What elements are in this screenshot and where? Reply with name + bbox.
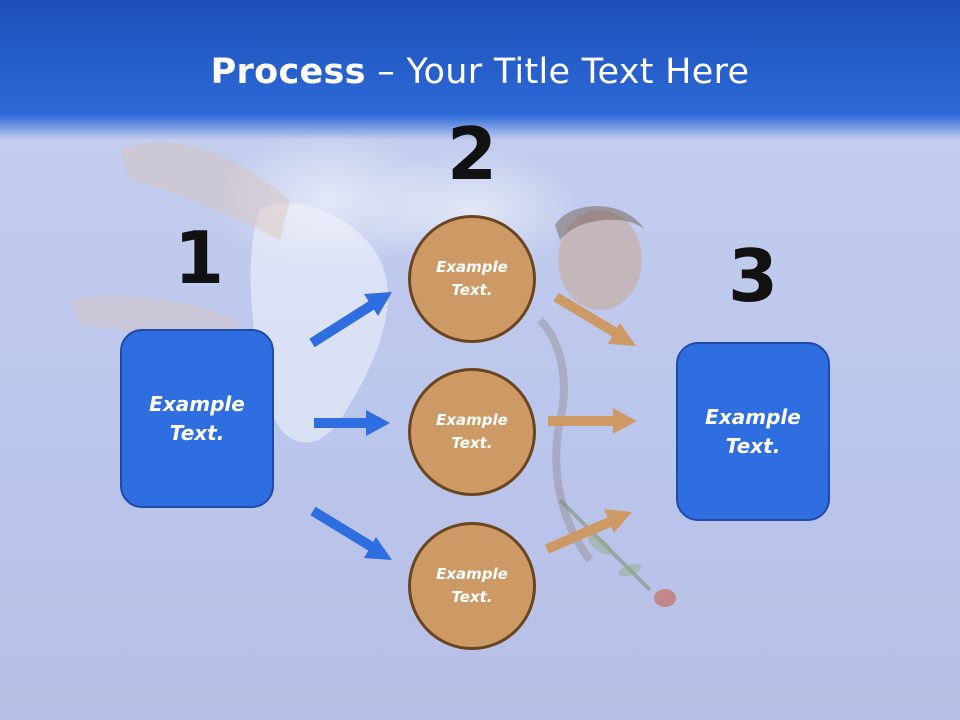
arrow-bottom-to-right (545, 509, 632, 554)
arrow-left-to-bottom (310, 506, 392, 560)
title-rest: – Your Title Text Here (365, 52, 750, 92)
circle-text: Example Text. (436, 258, 508, 299)
circle-text: Example Text. (436, 565, 508, 606)
left-process-box: Example Text. (120, 329, 274, 508)
step-number-1: 1 (173, 216, 225, 300)
process-circle-middle: Example Text. (408, 368, 536, 496)
arrow-middle-to-right (548, 408, 637, 434)
process-circle-bottom: Example Text. (408, 522, 536, 650)
step-number-3: 3 (727, 234, 779, 318)
arrow-left-to-middle (314, 410, 390, 436)
right-process-box: Example Text. (676, 342, 830, 521)
left-box-text: Example Text. (149, 391, 245, 445)
process-circle-top: Example Text. (408, 215, 536, 343)
arrow-left-to-top (309, 292, 392, 348)
slide-title: Process – Your Title Text Here (0, 52, 960, 92)
arrow-top-to-right (553, 292, 636, 346)
step-number-2: 2 (446, 112, 498, 196)
title-bold: Process (210, 52, 366, 92)
right-box-text: Example Text. (705, 404, 801, 458)
circle-text: Example Text. (436, 411, 508, 452)
